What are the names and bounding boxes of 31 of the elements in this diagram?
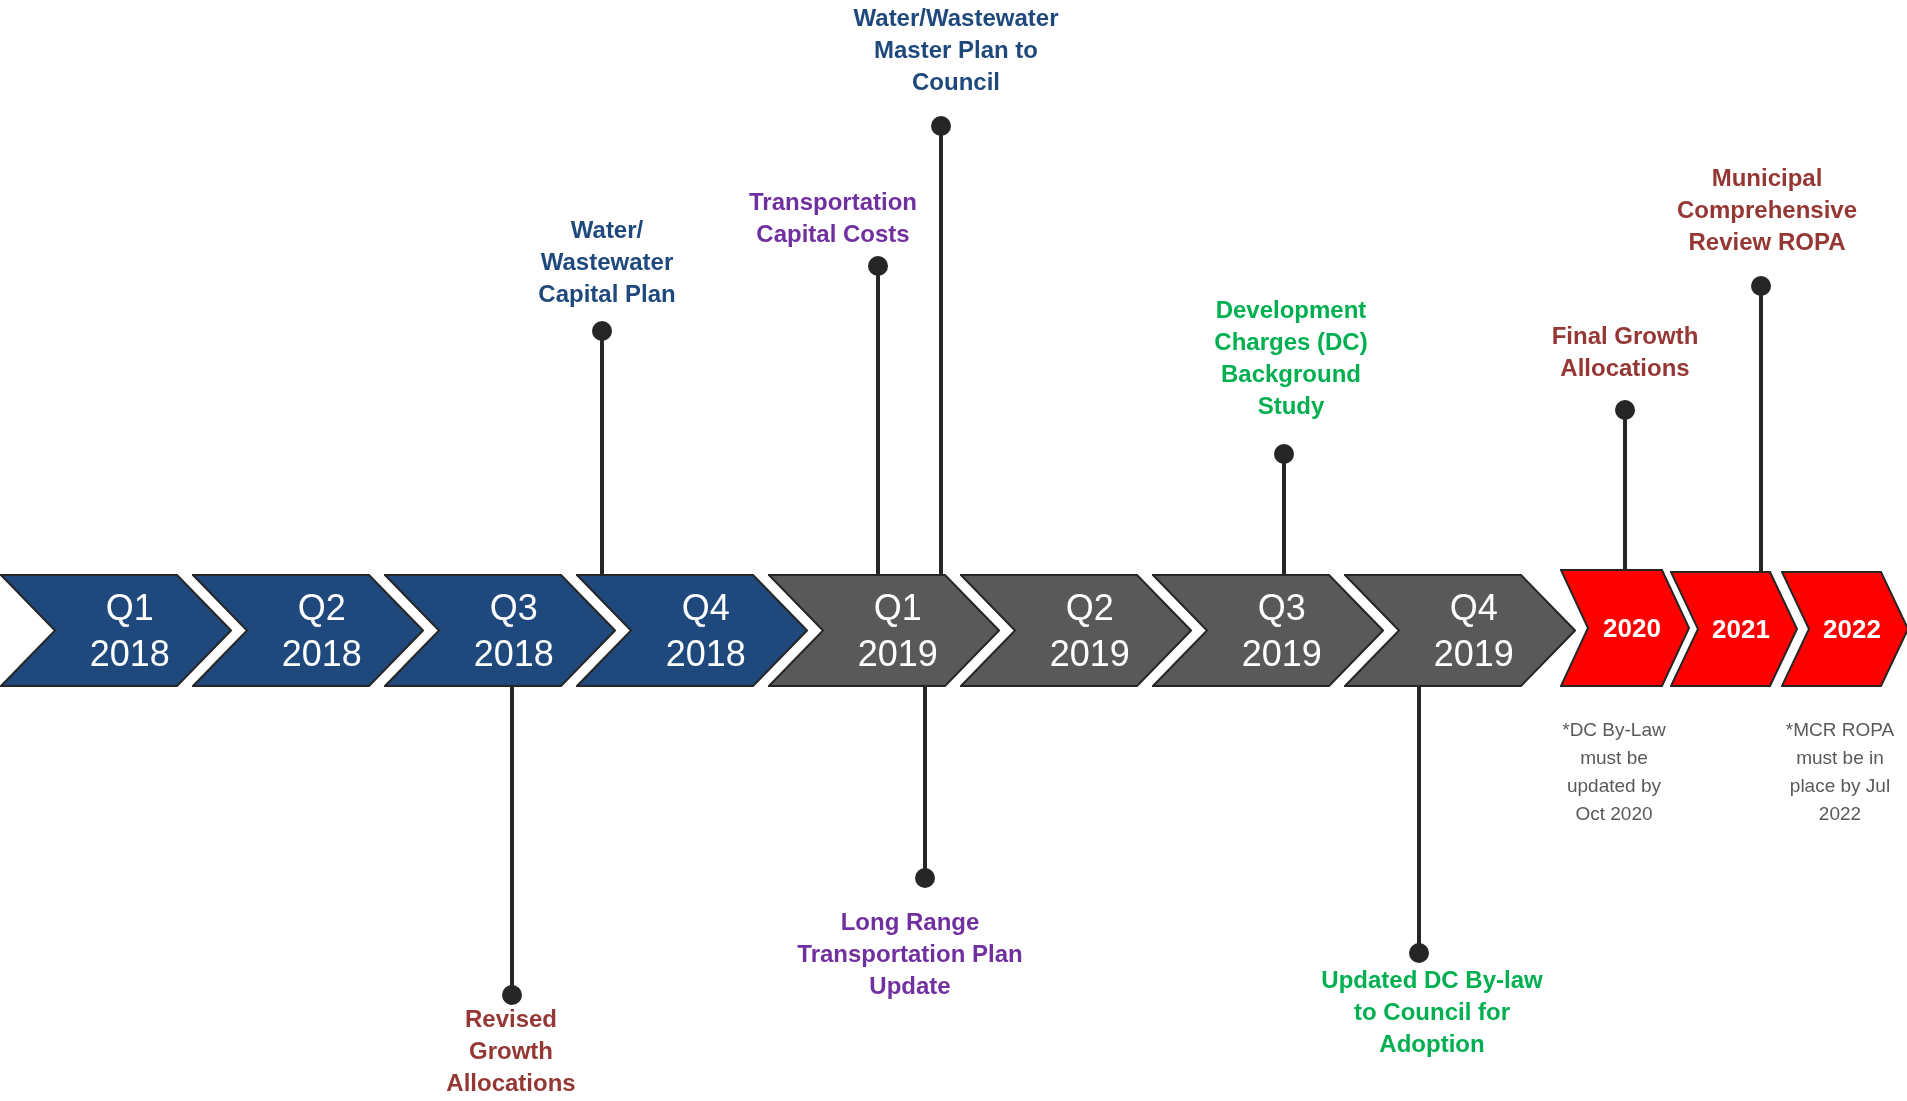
milestone-label: Water/Wastewater Master Plan to Council (852, 3, 1060, 97)
milestone-label: Revised Growth Allocations (445, 1004, 577, 1098)
quarter-label: Q2 2018 (280, 585, 363, 676)
quarter-label: Q3 2018 (472, 585, 555, 676)
leader-line (592, 321, 612, 574)
note-text: *MCR ROPA must be in place by Jul 2022 (1784, 718, 1896, 826)
quarter-label: Q4 2018 (664, 585, 747, 676)
milestone-label: Transportation Capital Costs (748, 187, 918, 249)
milestone-label: Final Growth Allocations (1550, 321, 1700, 383)
leader-line (915, 687, 935, 888)
leader-line (1751, 276, 1771, 571)
note-text: *DC By-Law must be updated by Oct 2020 (1561, 718, 1667, 826)
quarter-label: Q1 2018 (88, 585, 171, 676)
quarter-label: Q3 2019 (1240, 585, 1323, 676)
quarter-label: Q1 2019 (856, 585, 939, 676)
quarter-label: Q4 2019 (1432, 585, 1515, 676)
milestone-label: Updated DC By-law to Council for Adoption (1320, 965, 1544, 1059)
milestone-label: Long Range Transportation Plan Update (796, 907, 1024, 1001)
leader-line (931, 116, 951, 574)
quarter-label: Q2 2019 (1048, 585, 1131, 676)
milestone-label: Municipal Comprehensive Review ROPA (1675, 163, 1859, 257)
year-label: 2020 (1603, 612, 1661, 644)
milestone-label: Water/ Wastewater Capital Plan (537, 215, 677, 309)
leader-line (1615, 400, 1635, 569)
milestone-label: Development Charges (DC) Background Study (1213, 295, 1369, 421)
leader-line (868, 256, 888, 574)
leader-line (502, 687, 522, 1005)
year-label: 2022 (1823, 613, 1881, 645)
year-label: 2021 (1712, 613, 1770, 645)
leader-line (1274, 444, 1294, 574)
leader-line (1409, 687, 1429, 963)
